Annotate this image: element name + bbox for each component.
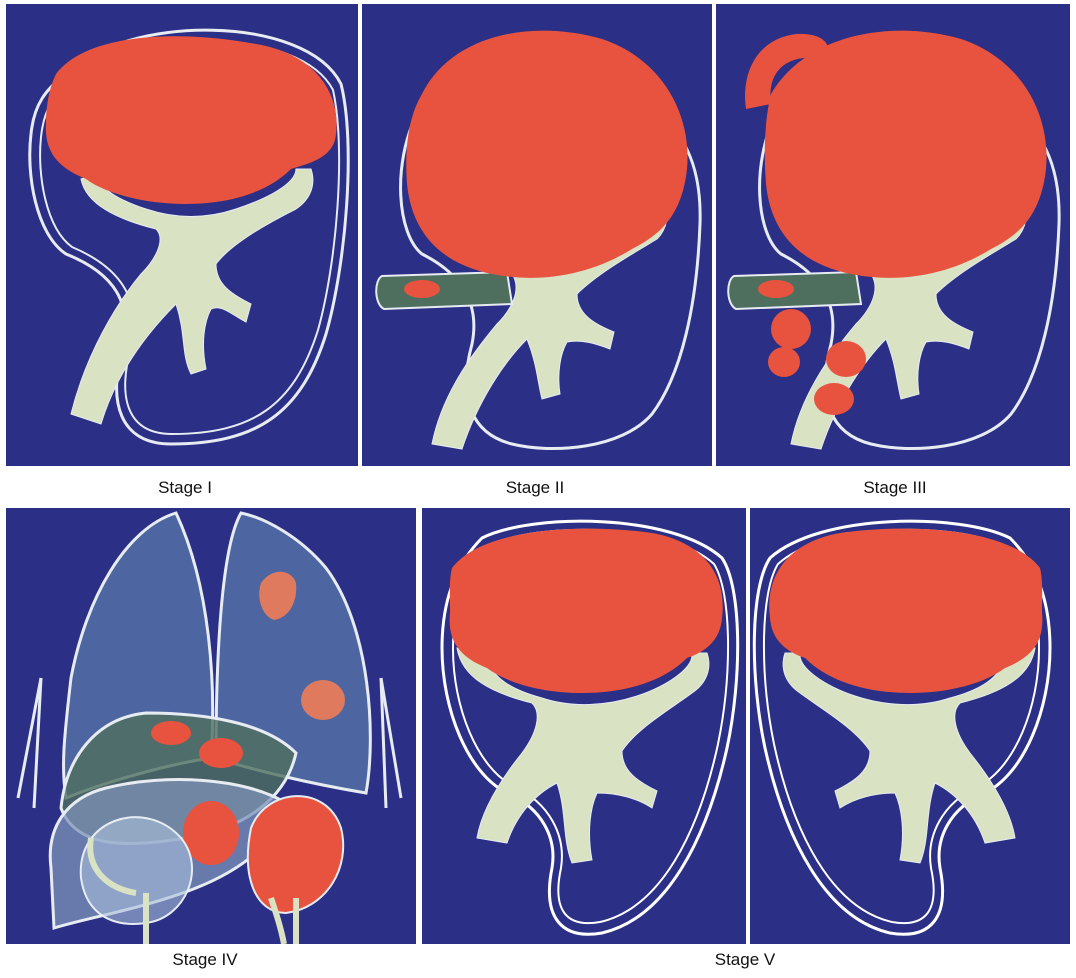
thrombus-tumor <box>404 280 440 298</box>
caption-stage-2: Stage II <box>480 478 590 498</box>
stage-4-panel <box>6 508 416 944</box>
tumor <box>765 31 1047 278</box>
stage-5-left-panel <box>422 508 746 944</box>
stage-1-panel <box>6 4 358 466</box>
liver-metastasis <box>199 738 243 768</box>
caption-stage-5: Stage V <box>690 950 800 970</box>
lymph-node <box>768 347 800 377</box>
stage-5-left-diagram <box>422 508 746 944</box>
lymph-node <box>814 383 854 415</box>
tumor <box>406 31 687 278</box>
stage-2-diagram <box>362 4 712 466</box>
renal-vein-thrombus <box>728 272 861 309</box>
stage-2-panel <box>362 4 712 466</box>
lymph-node <box>771 309 811 349</box>
liver-metastasis <box>183 801 239 865</box>
caption-stage-3: Stage III <box>840 478 950 498</box>
stage-5-right-diagram <box>750 508 1070 944</box>
stage-3-diagram <box>716 4 1070 466</box>
lymph-node <box>826 341 866 377</box>
stage-3-panel <box>716 4 1070 466</box>
liver-metastasis <box>151 721 191 745</box>
stage-5-right-panel <box>750 508 1070 944</box>
lung-metastasis <box>301 680 345 720</box>
stage-4-diagram <box>6 508 416 944</box>
caption-stage-1: Stage I <box>130 478 240 498</box>
stage-1-diagram <box>6 4 358 466</box>
caption-stage-4: Stage IV <box>150 950 260 970</box>
renal-vein-thrombus <box>376 272 512 309</box>
